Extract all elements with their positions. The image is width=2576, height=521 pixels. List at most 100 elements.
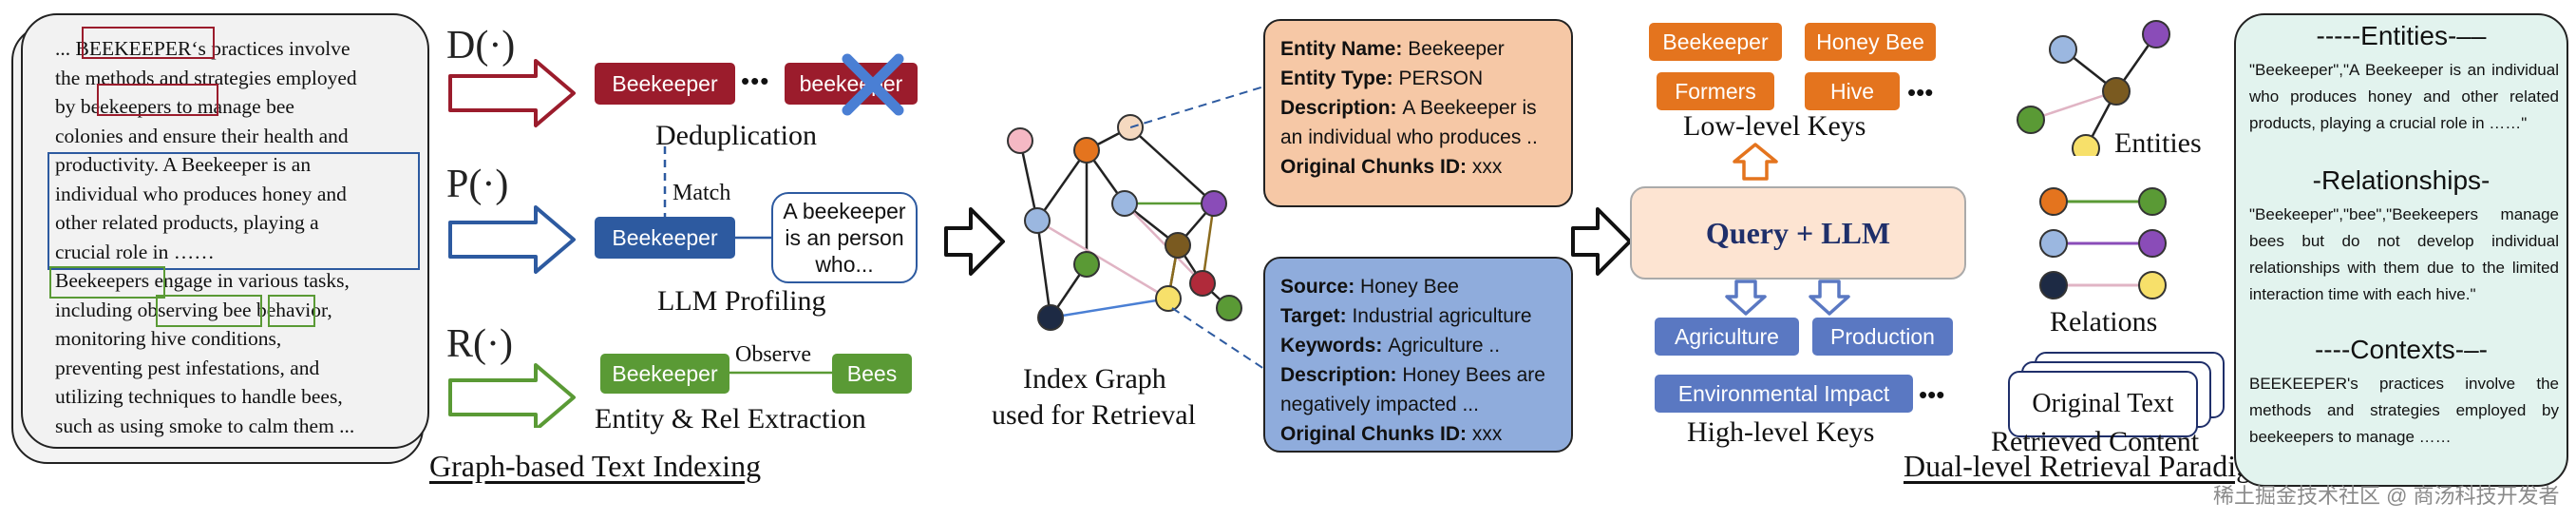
graph-node xyxy=(1073,251,1100,278)
context-entities-text: "Beekeeper","A Beekeeper is an individua… xyxy=(2249,61,2559,132)
profile-bubble-text: A beekeeper is an person who... xyxy=(783,199,906,277)
context-relationships-header: -Relationships- xyxy=(2312,165,2491,195)
relation-desc-row: Description: Honey Bees are negatively i… xyxy=(1280,364,1545,415)
key-flow-arrows xyxy=(1725,143,1850,316)
extraction-label: Entity & Rel Extraction xyxy=(595,403,866,434)
dedup-arrow-icon xyxy=(448,59,576,127)
relation-chunk-row: Original Chunks ID: xxx xyxy=(1280,423,1503,445)
profile-operator: P(·) xyxy=(446,163,509,206)
index-arrow-icon xyxy=(944,207,1005,276)
retrieved-relations-label: Relations xyxy=(2050,306,2158,338)
index-graph xyxy=(1007,114,1242,331)
profile-bubble: A beekeeper is an person who... xyxy=(771,192,918,283)
graph-node xyxy=(1111,190,1138,217)
extract-relation-label: Observe xyxy=(733,342,813,368)
high-keys-dots: ••• xyxy=(1919,380,1945,409)
entity-desc-row: Description: A Beekeeper is an individua… xyxy=(1280,97,1538,148)
dedup-dots: ••• xyxy=(741,67,770,95)
low-key-honey-bee: Honey Bee xyxy=(1805,23,1936,61)
graph-node xyxy=(1073,137,1100,164)
graph-node xyxy=(1007,127,1033,154)
card-connectors xyxy=(1130,86,1268,372)
graph-node xyxy=(1155,285,1182,312)
doc-line: ... BEEKEEPER‘s practices involve xyxy=(55,37,350,60)
profile-arrow-icon xyxy=(448,205,576,274)
graph-node xyxy=(1165,232,1191,259)
doc-line: individual who produces honey and xyxy=(55,182,347,205)
doc-line: crucial role in …… xyxy=(55,240,215,263)
graph-node xyxy=(1037,304,1064,331)
dedup-pill-beekeeper: Beekeeper xyxy=(595,63,735,105)
profiling-label: LLM Profiling xyxy=(657,285,826,317)
graph-node xyxy=(1216,295,1242,321)
match-connector xyxy=(663,146,667,224)
index-graph-title: Index Graph xyxy=(1023,363,1166,395)
dedup-operator: D(·) xyxy=(446,24,516,68)
relation-source-row: Source: Honey Bee xyxy=(1280,276,1459,298)
low-key-beekeeper: Beekeeper xyxy=(1649,23,1782,61)
context-contexts-text: BEEKEEPER's practices involve the method… xyxy=(2249,375,2559,446)
high-keys-label: High-level Keys xyxy=(1687,416,1875,448)
doc-line: utilizing techniques to handle bees, xyxy=(55,385,343,408)
extract-arrow-icon xyxy=(448,363,576,428)
dedup-label: Deduplication xyxy=(655,120,817,151)
extract-edge xyxy=(729,371,834,375)
entity-type-row: Entity Type: PERSON xyxy=(1280,68,1484,89)
highlight-bee-green xyxy=(268,295,315,327)
extract-pill-target: Bees xyxy=(832,354,912,394)
doc-line: such as using smoke to calm them ... xyxy=(55,414,355,437)
context-contexts-header: ----Contexts-–- xyxy=(2314,335,2488,364)
profile-link xyxy=(735,236,773,240)
doc-line: Beekeepers engage in various tasks, xyxy=(55,269,350,292)
high-key-agriculture: Agriculture xyxy=(1655,318,1799,356)
doc-line: colonies and ensure their health and xyxy=(55,124,349,147)
index-graph-subtitle: used for Retrieval xyxy=(992,399,1196,431)
indexing-caption: Graph-based Text Indexing xyxy=(429,449,762,483)
highlight-beekeepers-green xyxy=(49,266,165,299)
watermark: 稀土掘金技术社区 @ 商汤科技开发者 xyxy=(2213,484,2560,508)
graph-node xyxy=(1189,270,1216,297)
original-text-card: Original Text xyxy=(2008,371,2198,437)
profile-pill-beekeeper: Beekeeper xyxy=(595,217,735,259)
context-panel: -----Entities-–– "Beekeeper","A Beekeepe… xyxy=(2234,13,2568,487)
low-key-hive: Hive xyxy=(1805,72,1900,110)
doc-line: including observing bee behavior, xyxy=(55,298,332,321)
relation-keywords-row: Keywords: Agriculture .. xyxy=(1280,335,1501,357)
retrieved-entities-label: Entities xyxy=(2114,127,2202,159)
entity-name-row: Entity Name: Beekeeper xyxy=(1280,38,1505,60)
query-llm-label: Query + LLM xyxy=(1705,215,1891,250)
retrieval-caption: Dual-level Retrieval Paradigm xyxy=(1904,449,2275,483)
entity-card: Entity Name: Beekeeper Entity Type: PERS… xyxy=(1263,19,1573,207)
original-text-label: Original Text xyxy=(2032,389,2174,418)
relation-target-row: Target: Industrial agriculture xyxy=(1280,305,1532,327)
match-label: Match xyxy=(672,181,731,205)
doc-line: preventing pest infestations, and xyxy=(55,356,320,379)
remove-x-icon xyxy=(842,53,904,116)
low-keys-dots: ••• xyxy=(1907,78,1934,106)
retrieved-entities-graph xyxy=(2017,20,2170,156)
context-entities-header: -----Entities-–– xyxy=(2316,21,2487,50)
down-arrow-icon xyxy=(1725,280,1767,316)
retrieved-relations-list xyxy=(2039,187,2167,299)
low-key-formers: Formers xyxy=(1657,72,1774,110)
graph-node xyxy=(1201,190,1227,217)
high-key-environmental-impact: Environmental Impact xyxy=(1655,375,1913,413)
down-arrow-icon xyxy=(1809,280,1850,316)
up-arrow-icon xyxy=(1733,143,1778,181)
operator-arrows xyxy=(448,59,576,428)
relation-card: Source: Honey Bee Target: Industrial agr… xyxy=(1263,257,1573,453)
highlight-paragraph-blue xyxy=(47,152,420,270)
doc-line: productivity. A Beekeeper is an xyxy=(55,153,312,176)
extract-operator: R(·) xyxy=(446,322,513,366)
retrieved-content-label: Retrieved Content xyxy=(1991,426,2200,457)
doc-line: other related products, playing a xyxy=(55,211,319,234)
highlight-observing-green xyxy=(156,295,262,327)
doc-line: monitoring hive conditions, xyxy=(55,327,282,350)
entity-chunk-row: Original Chunks ID: xxx xyxy=(1280,156,1503,178)
high-key-production: Production xyxy=(1812,318,1953,356)
highlight-beekeeper-red xyxy=(82,27,215,59)
graph-node xyxy=(1024,207,1051,234)
highlight-beekeepers-red xyxy=(97,84,218,116)
context-relationships-text: "Beekeeper","bee","Beekeepers manage bee… xyxy=(2249,205,2559,303)
extract-pill-source: Beekeeper xyxy=(600,354,729,394)
